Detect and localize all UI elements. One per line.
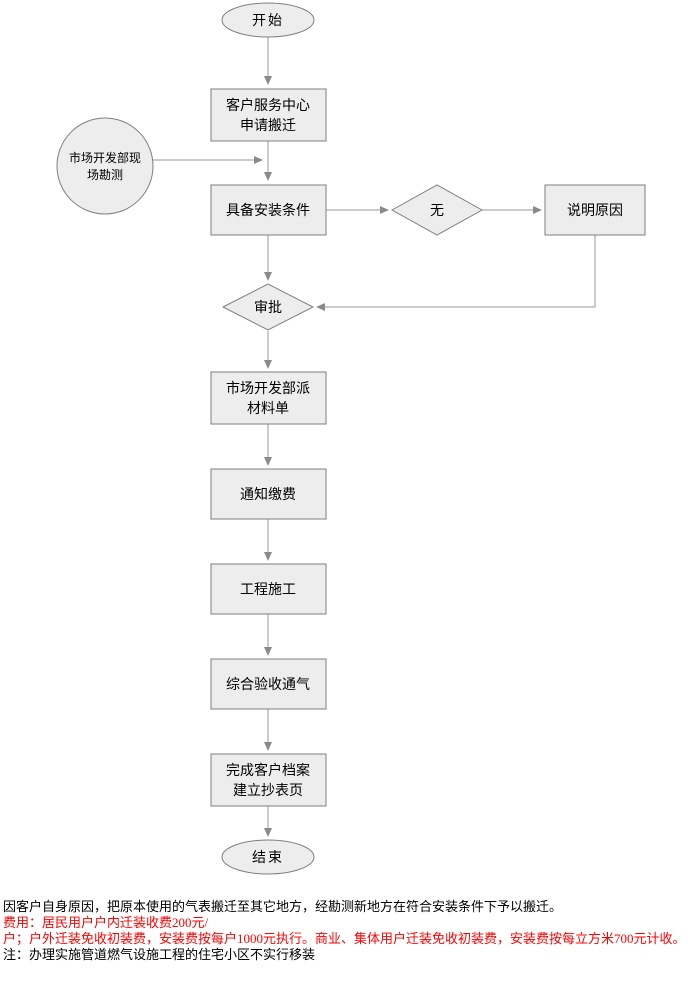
end-node: 结束: [221, 839, 315, 875]
approve-label: 审批: [254, 300, 282, 316]
explain-label: 说明原因: [567, 203, 623, 219]
material-label-line2: 材料单: [247, 401, 289, 417]
no-label: 无: [430, 204, 444, 219]
approve-decision-node: 审批: [221, 283, 315, 331]
survey-label-line2: 场勘测: [87, 168, 123, 182]
apply-label-line1: 客户服务中心: [226, 97, 310, 114]
apply-node: 客户服务中心 申请搬迁: [210, 88, 327, 142]
material-node: 市场开发部派 材料单: [210, 371, 327, 425]
start-label: 开始: [252, 13, 284, 29]
acceptance-node: 综合验收通气: [210, 658, 327, 710]
edge-explain-to-approve: [316, 235, 596, 311]
archive-label-line1: 完成客户档案: [226, 762, 310, 779]
note-line-1: 因客户自身原因，把原本使用的气表搬迁至其它地方，经勘测新地方在符合安装条件下予以…: [3, 899, 562, 914]
no-decision-node: 无: [390, 184, 484, 236]
archive-label-line2: 建立抄表页: [233, 783, 303, 799]
condition-label: 具备安装条件: [226, 202, 310, 219]
material-label-line1: 市场开发部派: [226, 380, 310, 397]
survey-node: 市场开发部现 场勘测: [56, 117, 154, 215]
archive-node: 完成客户档案 建立抄表页: [210, 753, 327, 807]
note-line-2: 费用：居民用户户内迁装收费200元/: [3, 915, 209, 930]
apply-label-line2: 申请搬迁: [240, 118, 296, 134]
construction-node: 工程施工: [210, 563, 327, 615]
acceptance-label: 综合验收通气: [226, 677, 310, 693]
explain-node: 说明原因: [544, 184, 646, 236]
construction-label: 工程施工: [240, 582, 296, 598]
survey-label-line1: 市场开发部现: [69, 150, 141, 165]
note-line-3: 户；户外迁装免收初装费，安装费按每户1000元执行。商业、集体用户迁装免收初装费…: [3, 931, 686, 947]
condition-node: 具备安装条件: [210, 184, 327, 236]
notify-label: 通知缴费: [240, 486, 296, 503]
notes-block: 因客户自身原因，把原本使用的气表搬迁至其它地方，经勘测新地方在符合安装条件下予以…: [3, 899, 686, 962]
notify-node: 通知缴费: [210, 468, 327, 520]
start-node: 开始: [221, 2, 315, 38]
note-line-4: 注：办理实施管道燃气设施工程的住宅小区不实行移装: [3, 947, 315, 962]
end-label: 结束: [252, 850, 284, 866]
